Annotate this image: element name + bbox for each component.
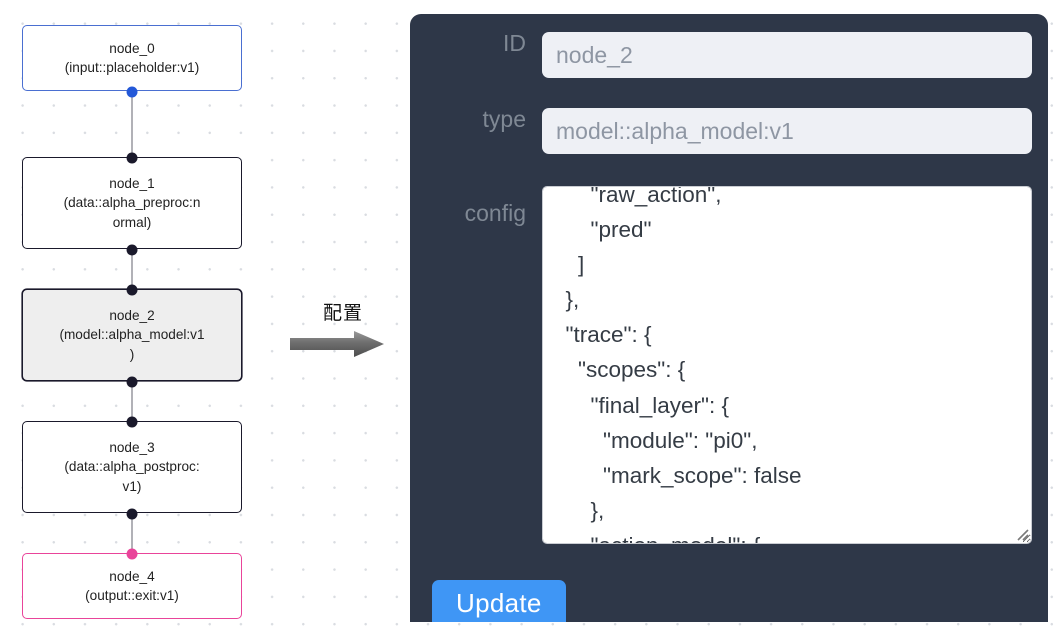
flow-node-node_3[interactable]: node_3 (data::alpha_postproc: v1)	[22, 416, 242, 520]
flow-node-label: node_1 (data::alpha_preproc:n ormal)	[63, 176, 201, 230]
type-field-row: type	[424, 108, 1032, 154]
flow-node-node_0[interactable]: node_0 (input::placeholder:v1)	[22, 25, 242, 98]
source-handle[interactable]	[126, 376, 138, 388]
flow-edge[interactable]	[130, 249, 134, 289]
flow-node-label: node_2 (model::alpha_model:v1 )	[59, 308, 205, 362]
config-field-row: config "raw_action", "pred" ] }, "trace"…	[424, 186, 1032, 544]
source-handle[interactable]	[126, 508, 138, 520]
transition-annotation: 配置	[288, 298, 398, 364]
type-input[interactable]	[542, 108, 1032, 154]
config-field-label: config	[464, 200, 526, 226]
flow-node-label: node_4 (output::exit:v1)	[85, 568, 179, 603]
transition-caption: 配置	[322, 302, 363, 324]
type-field-label: type	[482, 106, 526, 132]
flow-node-label: node_0 (input::placeholder:v1)	[64, 40, 200, 75]
flow-edge[interactable]	[130, 513, 134, 553]
id-field-label: ID	[503, 30, 526, 56]
id-input[interactable]	[542, 32, 1032, 78]
source-handle[interactable]	[126, 244, 138, 256]
node-config-panel: ID type config "raw_action", "pred" ] },…	[410, 14, 1048, 622]
flow-edge[interactable]	[130, 91, 134, 157]
flow-edge[interactable]	[130, 381, 134, 421]
flow-node-node_2[interactable]: node_2 (model::alpha_model:v1 )	[22, 284, 242, 388]
config-textarea[interactable]: "raw_action", "pred" ] }, "trace": { "sc…	[542, 186, 1032, 544]
id-field-row: ID	[424, 32, 1032, 78]
right-arrow-icon	[288, 329, 398, 364]
target-handle[interactable]	[126, 152, 138, 164]
source-handle[interactable]	[126, 86, 138, 98]
flow-node-label: node_3 (data::alpha_postproc: v1)	[64, 440, 200, 494]
target-handle[interactable]	[126, 416, 138, 428]
target-handle[interactable]	[126, 548, 138, 560]
update-button[interactable]: Update	[432, 580, 566, 622]
flow-node-node_4[interactable]: node_4 (output::exit:v1)	[22, 548, 242, 619]
flow-node-node_1[interactable]: node_1 (data::alpha_preproc:n ormal)	[22, 152, 242, 256]
target-handle[interactable]	[126, 284, 138, 296]
